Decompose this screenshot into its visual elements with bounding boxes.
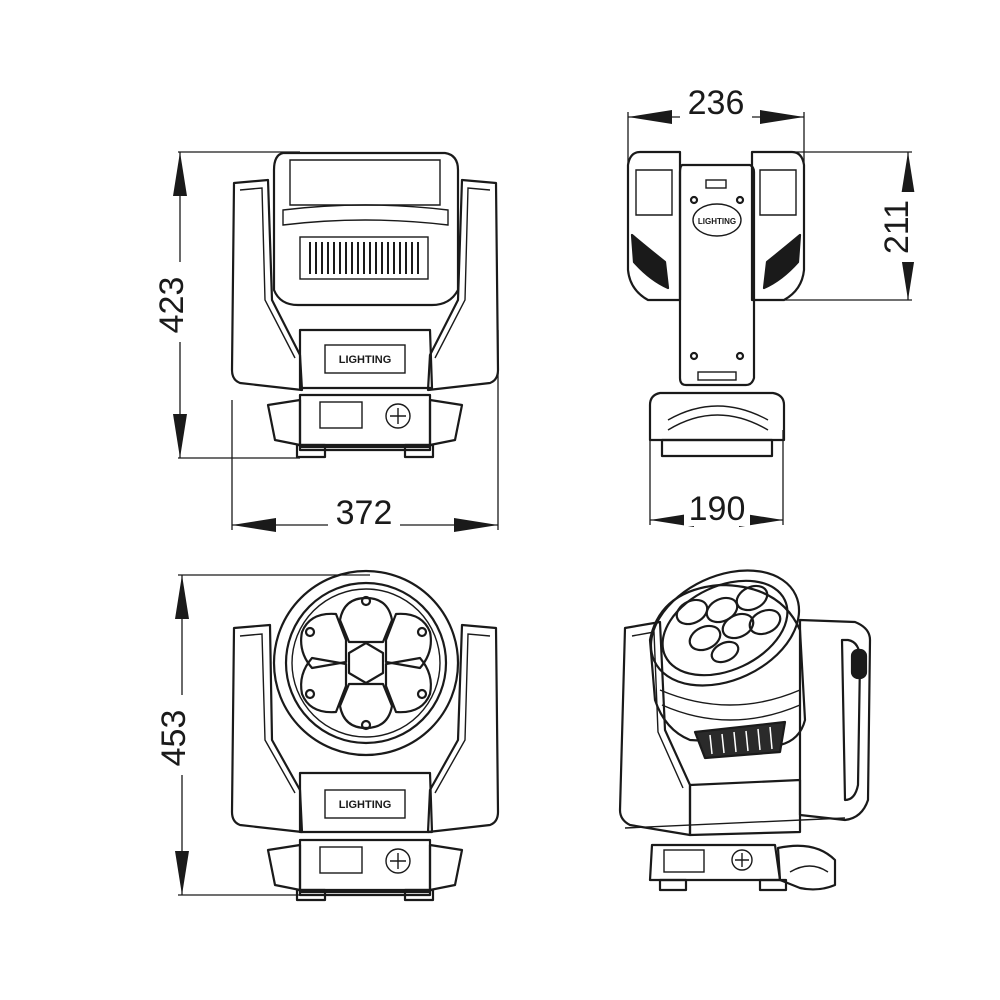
dim-label-453: 453 bbox=[155, 710, 193, 767]
side-logo: LIGHTING bbox=[698, 217, 736, 226]
iso-lens-cluster bbox=[675, 584, 782, 664]
dim-label-423: 423 bbox=[153, 277, 191, 334]
dim-190: 190 bbox=[649, 430, 784, 528]
dim-label-372: 372 bbox=[336, 494, 393, 532]
dim-236: 236 bbox=[627, 84, 805, 165]
front-logo: LIGHTING bbox=[339, 799, 392, 811]
dim-label-211: 211 bbox=[878, 200, 916, 254]
rear-logo: LIGHTING bbox=[339, 354, 392, 366]
dim-453: 453 bbox=[150, 574, 370, 896]
dim-423: 423 bbox=[150, 151, 300, 459]
dim-label-190: 190 bbox=[689, 490, 746, 528]
isometric-view bbox=[618, 569, 872, 892]
front-view: 453 LIGHTING bbox=[150, 569, 500, 902]
dim-372: 372 bbox=[231, 330, 499, 532]
front-lens-cluster bbox=[300, 596, 432, 730]
rear-view: 423 372 bbox=[150, 151, 500, 532]
iso-vent-lines bbox=[709, 726, 773, 755]
dim-211: 211 bbox=[780, 151, 936, 301]
dim-label-236: 236 bbox=[688, 84, 745, 122]
side-view: 236 211 190 bbox=[626, 84, 936, 528]
rear-vent-grille bbox=[309, 242, 419, 274]
